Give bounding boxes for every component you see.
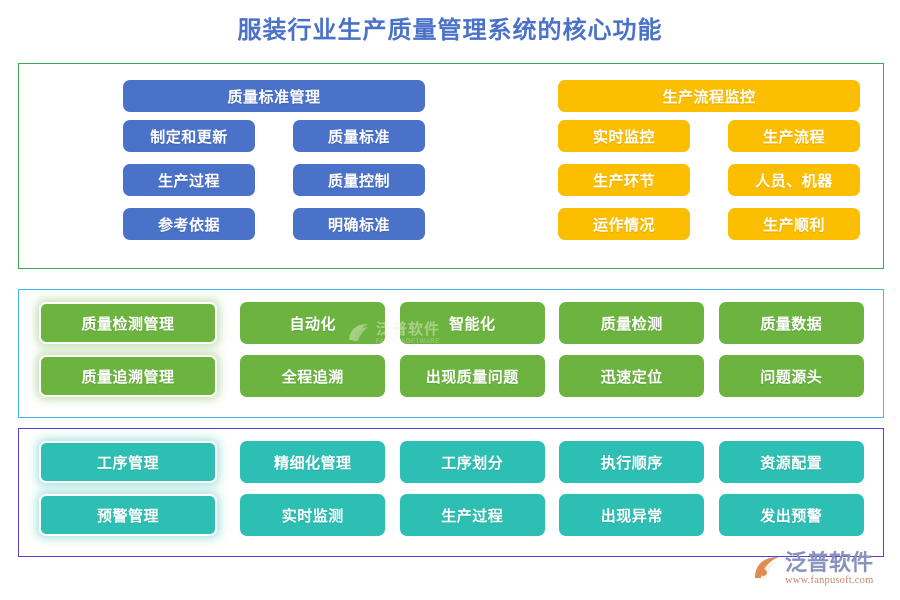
chip-item[interactable]: 生产流程 xyxy=(728,120,860,152)
band-cell: 实时监测 xyxy=(233,494,393,536)
group-row: 生产环节 人员、机器 xyxy=(524,164,894,196)
chip-item[interactable]: 出现异常 xyxy=(559,494,705,536)
group-production-process-monitoring: 生产流程监控 实时监控 生产流程 生产环节 人员、机器 运作情况 生产顺利 xyxy=(524,80,894,252)
chip-item[interactable]: 发出预警 xyxy=(718,494,864,536)
group-row: 运作情况 生产顺利 xyxy=(524,208,894,240)
band-lead[interactable]: 质量检测管理 xyxy=(39,302,217,344)
band-cell: 智能化 xyxy=(393,302,553,344)
band-group-green: 质量检测管理 自动化 智能化 质量检测 质量数据 质量追溯管理 全程追溯 出现质… xyxy=(39,302,871,397)
band-cell: 迅速定位 xyxy=(552,355,712,397)
chip-item[interactable]: 生产过程 xyxy=(123,164,255,196)
chip-item[interactable]: 明确标准 xyxy=(293,208,425,240)
fanpu-logo-icon xyxy=(752,554,782,584)
band-cell: 出现质量问题 xyxy=(393,355,553,397)
brand-text: 泛普软件 www.fanpusoft.com xyxy=(785,550,874,587)
band-cell: 问题源头 xyxy=(712,355,872,397)
band-row: 预警管理 实时监测 生产过程 出现异常 发出预警 xyxy=(39,494,871,536)
group-header-production-process-monitoring[interactable]: 生产流程监控 xyxy=(558,80,860,112)
band-row: 质量检测管理 自动化 智能化 质量检测 质量数据 xyxy=(39,302,871,344)
band-cell: 全程追溯 xyxy=(233,355,393,397)
band-cell: 自动化 xyxy=(233,302,393,344)
chip-item[interactable]: 人员、机器 xyxy=(728,164,860,196)
chip-item[interactable]: 资源配置 xyxy=(718,441,864,483)
band-cell: 生产过程 xyxy=(393,494,553,536)
section-inspection-traceability: 质量检测管理 自动化 智能化 质量检测 质量数据 质量追溯管理 全程追溯 出现质… xyxy=(18,289,884,418)
chip-item[interactable]: 质量检测 xyxy=(559,302,705,344)
brand-name: 泛普软件 xyxy=(785,550,874,575)
group-header-quality-standard-management[interactable]: 质量标准管理 xyxy=(123,80,425,112)
chip-item[interactable]: 运作情况 xyxy=(558,208,690,240)
band-lead[interactable]: 预警管理 xyxy=(39,494,217,536)
band-cell: 工序划分 xyxy=(393,441,553,483)
section-standards-monitoring: 质量标准管理 制定和更新 质量标准 生产过程 质量控制 参考依据 明确标准 生产… xyxy=(18,63,884,269)
chip-item[interactable]: 执行顺序 xyxy=(559,441,705,483)
group-rows-yellow: 实时监控 生产流程 生产环节 人员、机器 运作情况 生产顺利 xyxy=(524,120,894,240)
band-lead[interactable]: 工序管理 xyxy=(39,441,217,483)
chip-item[interactable]: 智能化 xyxy=(399,302,545,344)
section-process-alert: 工序管理 精细化管理 工序划分 执行顺序 资源配置 预警管理 实时监测 生产过程 xyxy=(18,428,884,557)
band-cell: 资源配置 xyxy=(712,441,872,483)
chip-item[interactable]: 参考依据 xyxy=(123,208,255,240)
chip-item[interactable]: 实时监测 xyxy=(240,494,386,536)
chip-item[interactable]: 生产过程 xyxy=(399,494,545,536)
chip-item[interactable]: 工序划分 xyxy=(399,441,545,483)
band-cell: 出现异常 xyxy=(552,494,712,536)
group-row: 参考依据 明确标准 xyxy=(89,208,459,240)
band-cell: 精细化管理 xyxy=(233,441,393,483)
band-cell: 质量数据 xyxy=(712,302,872,344)
chip-item[interactable]: 实时监控 xyxy=(558,120,690,152)
band-row: 质量追溯管理 全程追溯 出现质量问题 迅速定位 问题源头 xyxy=(39,355,871,397)
chip-item[interactable]: 质量控制 xyxy=(293,164,425,196)
chip-item[interactable]: 精细化管理 xyxy=(240,441,386,483)
band-row: 工序管理 精细化管理 工序划分 执行顺序 资源配置 xyxy=(39,441,871,483)
group-quality-standard-management: 质量标准管理 制定和更新 质量标准 生产过程 质量控制 参考依据 明确标准 xyxy=(89,80,459,252)
page-title: 服装行业生产质量管理系统的核心功能 xyxy=(237,17,663,44)
chip-item[interactable]: 生产顺利 xyxy=(728,208,860,240)
chip-item[interactable]: 迅速定位 xyxy=(559,355,705,397)
group-row: 实时监控 生产流程 xyxy=(524,120,894,152)
chip-item[interactable]: 出现质量问题 xyxy=(399,355,545,397)
band-group-teal: 工序管理 精细化管理 工序划分 执行顺序 资源配置 预警管理 实时监测 生产过程 xyxy=(39,441,871,536)
group-row: 制定和更新 质量标准 xyxy=(89,120,459,152)
chip-item[interactable]: 自动化 xyxy=(240,302,386,344)
band-cell: 执行顺序 xyxy=(552,441,712,483)
chip-item[interactable]: 制定和更新 xyxy=(123,120,255,152)
group-row: 生产过程 质量控制 xyxy=(89,164,459,196)
brand-logo: 泛普软件 www.fanpusoft.com xyxy=(752,552,873,586)
chip-item[interactable]: 生产环节 xyxy=(558,164,690,196)
chip-item[interactable]: 全程追溯 xyxy=(240,355,386,397)
chip-item[interactable]: 质量数据 xyxy=(718,302,864,344)
brand-url: www.fanpusoft.com xyxy=(785,575,874,586)
band-cell: 质量检测 xyxy=(552,302,712,344)
band-cell: 发出预警 xyxy=(712,494,872,536)
chip-item[interactable]: 质量标准 xyxy=(293,120,425,152)
chip-item[interactable]: 问题源头 xyxy=(718,355,864,397)
band-lead[interactable]: 质量追溯管理 xyxy=(39,355,217,397)
group-rows-blue: 制定和更新 质量标准 生产过程 质量控制 参考依据 明确标准 xyxy=(89,120,459,240)
